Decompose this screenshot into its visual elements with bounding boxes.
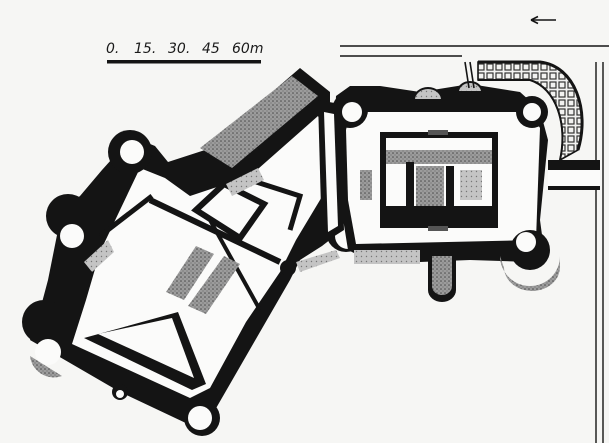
scale-label-0: 0. <box>106 41 119 57</box>
scale-bar-line <box>107 60 261 64</box>
outer-curtain-wall <box>30 68 350 425</box>
scale-label-15: 15. <box>134 41 156 57</box>
scale-bar: 0. 15. 30. 45 60m <box>106 41 263 64</box>
connecting-passage <box>296 100 344 272</box>
northeast-outworks <box>340 45 609 443</box>
left-arrow-icon <box>530 15 556 25</box>
scale-label-30: 30. <box>168 41 190 57</box>
scale-label-45: 45 <box>202 41 220 57</box>
inner-keep <box>332 81 561 302</box>
scale-label-60m: 60m <box>232 41 263 57</box>
